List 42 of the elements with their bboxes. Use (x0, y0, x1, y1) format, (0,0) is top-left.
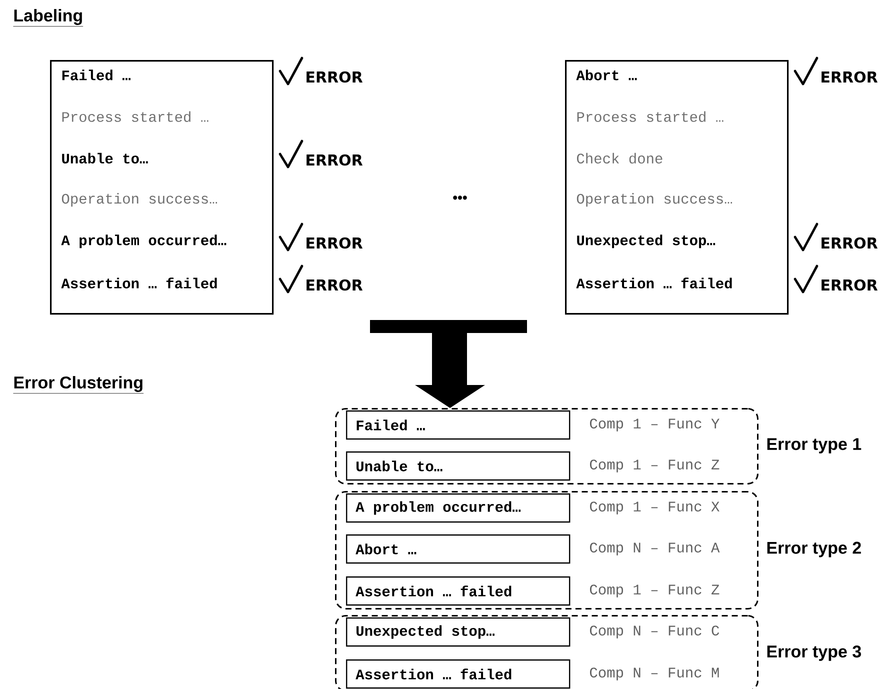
log-line: Operation success… (576, 193, 732, 207)
log-line: Check done (577, 152, 662, 164)
ellipsis: ••• (453, 196, 467, 200)
block-arrow (370, 320, 527, 408)
error-tag: ERROR (306, 71, 363, 83)
group-heading: Error type 2 (767, 542, 861, 558)
log-line: Process started … (577, 111, 724, 122)
log-line: Process started … (62, 111, 208, 122)
section-heading: Error Clustering (13, 376, 144, 394)
log-line: Failed … (62, 70, 130, 80)
section-heading: Labeling (13, 9, 84, 27)
group-heading: Error type 1 (767, 438, 862, 454)
component-label: Comp 1 – Func Z (590, 460, 720, 472)
component-label: Comp 1 – Func Y (590, 418, 720, 432)
log-line: Assertion … failed (576, 278, 732, 288)
log-line: Unexpected stop… (577, 234, 716, 248)
component-label: Comp N – Func A (590, 542, 720, 556)
log-box (565, 60, 789, 315)
log-box (50, 60, 274, 315)
error-tag: ERROR (306, 279, 363, 291)
component-label: Comp 1 – Func X (590, 502, 720, 514)
error-tag: ERROR (306, 237, 363, 249)
message-box: Abort … (346, 534, 570, 564)
message-box: Unexpected stop… (346, 617, 570, 647)
message-box: Assertion … failed (346, 576, 570, 606)
component-label: Comp N – Func M (590, 668, 719, 680)
log-line: Unable to… (62, 152, 148, 164)
component-label: Comp N – Func C (590, 626, 720, 638)
component-label: Comp 1 – Func Z (590, 584, 720, 598)
log-line: Abort … (576, 70, 637, 80)
group-heading: Error type 3 (767, 646, 861, 661)
error-tag: ERROR (306, 154, 363, 166)
log-line: Operation success… (62, 193, 217, 207)
log-line: Assertion … failed (61, 278, 217, 288)
message-box: Assertion … failed (346, 659, 570, 689)
log-line: A problem occurred… (61, 234, 226, 248)
error-tag: ERROR (822, 237, 878, 249)
error-tag: ERROR (822, 279, 878, 291)
message-box: Failed … (346, 410, 570, 440)
message-box: Unable to… (346, 451, 570, 481)
message-box: A problem occurred… (346, 493, 570, 523)
error-tag: ERROR (822, 71, 878, 83)
